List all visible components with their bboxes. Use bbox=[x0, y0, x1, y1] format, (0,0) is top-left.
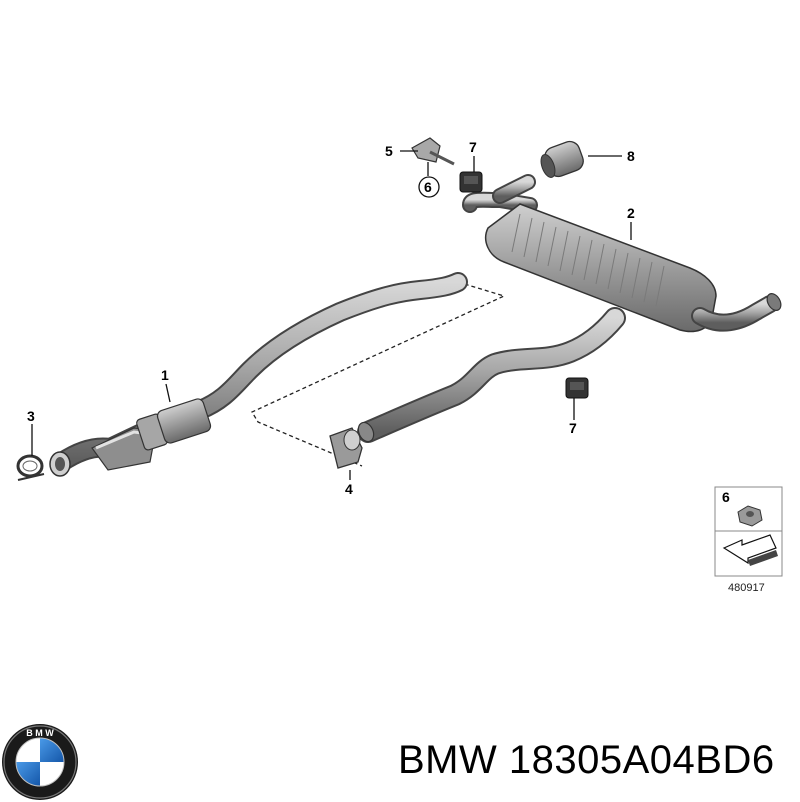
intermediate-pipe bbox=[357, 307, 626, 443]
callout-6: 6 bbox=[424, 179, 432, 195]
caption-brand: BMW bbox=[398, 738, 498, 782]
callout-5: 5 bbox=[385, 143, 393, 159]
reference-number: 480917 bbox=[728, 582, 765, 594]
leader-lines bbox=[31, 150, 632, 480]
callout-2: 2 bbox=[627, 205, 635, 221]
hex-nut-icon bbox=[737, 505, 763, 527]
tailpipe-tip-part-8 bbox=[492, 140, 584, 204]
logo-lettering: B M W bbox=[26, 728, 54, 738]
part-caption: BMW 18305A04BD6 bbox=[398, 738, 775, 783]
pipe-clamp-part-4 bbox=[329, 427, 363, 469]
gasket-part-3 bbox=[16, 454, 45, 481]
legend-label-6: 6 bbox=[722, 489, 730, 505]
bracket-part-5 bbox=[411, 137, 455, 166]
callout-4: 4 bbox=[345, 481, 353, 497]
callout-6-circle bbox=[418, 176, 440, 198]
callout-7-upper: 7 bbox=[469, 139, 477, 155]
callout-1: 1 bbox=[161, 367, 169, 383]
arrow-icon bbox=[722, 534, 778, 566]
legend-box: 6 480917 bbox=[714, 486, 783, 594]
bmw-logo: B M W bbox=[2, 724, 78, 800]
callout-8: 8 bbox=[627, 148, 635, 164]
rubber-mount-upper-part-7 bbox=[459, 171, 483, 193]
callout-3: 3 bbox=[27, 408, 35, 424]
callout-7-lower: 7 bbox=[569, 420, 577, 436]
caption-part-number: 18305A04BD6 bbox=[508, 738, 775, 782]
front-pipe-part-1 bbox=[49, 272, 468, 477]
rubber-mount-lower-part-7 bbox=[565, 377, 589, 399]
